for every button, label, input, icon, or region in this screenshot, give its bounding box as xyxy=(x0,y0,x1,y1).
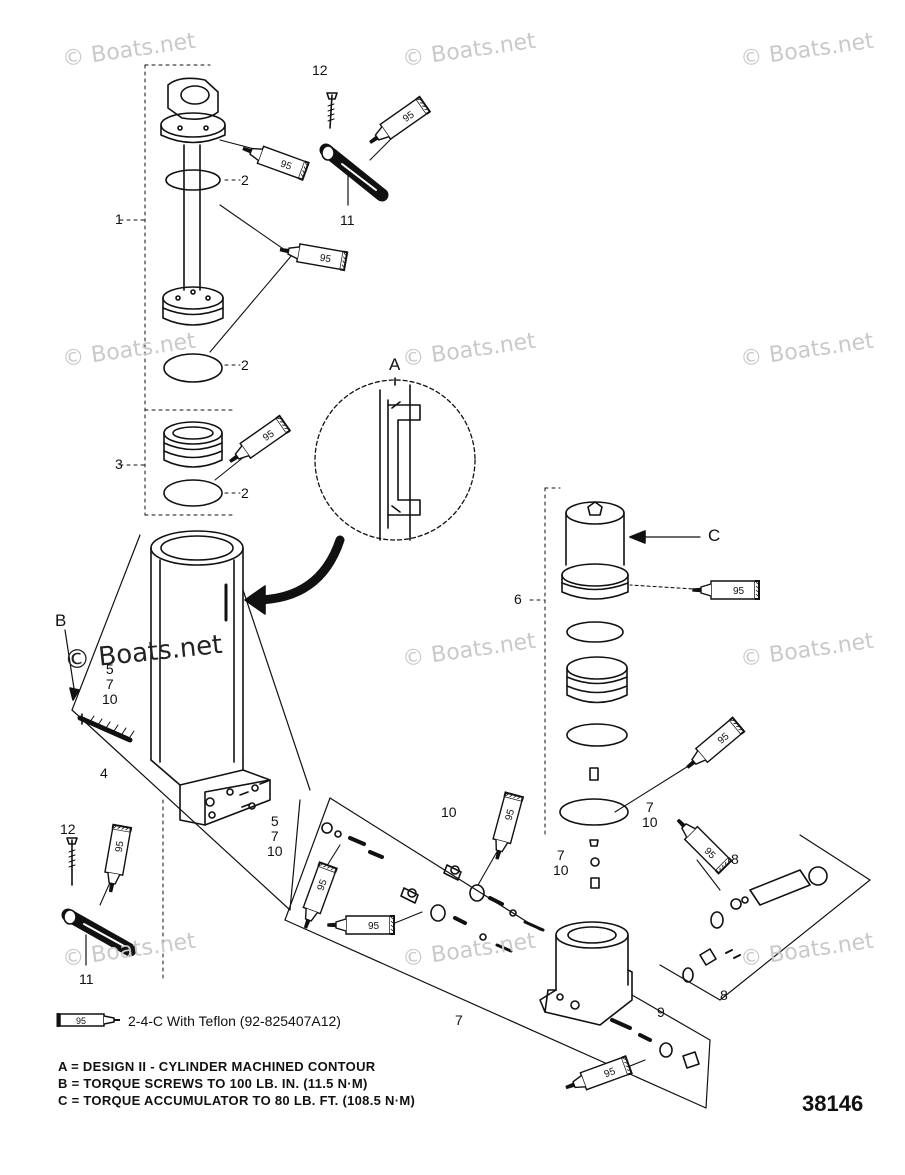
subassembly-frame xyxy=(71,534,311,911)
tube-label: 95 xyxy=(279,159,294,173)
sealant-tube-95: 95 xyxy=(302,861,338,929)
o-ring xyxy=(165,169,221,191)
pump-manifold xyxy=(539,921,633,1026)
callout-8: 8 xyxy=(720,987,728,1003)
callout-10: 10 xyxy=(441,804,457,820)
callout-4: 4 xyxy=(100,765,108,781)
cylinder-rod-assembly xyxy=(160,77,226,383)
legend-tube-number: 95 xyxy=(76,1016,86,1026)
sealant-tube-icon: 95 xyxy=(56,1013,120,1027)
callout-c: C xyxy=(708,526,721,545)
accumulator-assembly xyxy=(559,501,629,889)
screw-b xyxy=(77,713,135,743)
callout-a: A xyxy=(389,355,401,374)
detail-a-view xyxy=(314,377,476,541)
sealant-tube-95: 95 xyxy=(229,414,292,463)
sealant-tube-95: 95 xyxy=(242,145,310,181)
callout-7-10: 7 10 xyxy=(553,847,569,878)
tube-label: 95 xyxy=(316,878,330,893)
pivot-pin-bottom xyxy=(61,837,137,966)
piston-assembly xyxy=(163,421,223,507)
check-valve-assembly xyxy=(682,866,828,983)
base-frame xyxy=(284,797,871,1109)
callout-2: 2 xyxy=(241,172,249,188)
tube-label: 95 xyxy=(603,1066,618,1080)
sealant-tube-95: 95 xyxy=(369,95,432,144)
callout-5-7-10: 5 7 10 xyxy=(102,661,118,707)
sealant-tube-95: 95 xyxy=(676,818,733,875)
callout-b: B xyxy=(55,611,67,630)
relief-valve-parts xyxy=(610,1018,700,1069)
tube-label: 95 xyxy=(114,840,127,853)
tube-label: 95 xyxy=(504,808,518,822)
callout-3: 3 xyxy=(115,456,123,472)
cylinder-housing xyxy=(150,530,271,826)
legend-text: 2-4-C With Teflon (92-825407A12) xyxy=(128,1013,341,1029)
sealant-tube-95: 95 xyxy=(492,791,525,860)
callout-7-10: 7 10 xyxy=(642,799,658,830)
callout-11: 11 xyxy=(340,212,355,228)
callout-2: 2 xyxy=(241,485,249,501)
o-ring xyxy=(566,723,628,747)
detail-arrow xyxy=(250,535,345,605)
tube-label: 95 xyxy=(368,921,380,932)
sealant-tube-95: 95 xyxy=(279,243,349,272)
o-ring xyxy=(566,621,624,643)
callout-12: 12 xyxy=(312,62,328,78)
tube-label: 95 xyxy=(733,586,745,597)
callout-9: 9 xyxy=(657,1004,665,1020)
sealant-tube-95: 95 xyxy=(565,1055,633,1091)
o-ring xyxy=(163,353,223,383)
sealant-tube-95: 95 xyxy=(327,915,395,936)
sealant-tube-95: 95 xyxy=(692,580,760,601)
callout-12: 12 xyxy=(60,821,76,837)
callout-1: 1 xyxy=(115,211,123,227)
tube-label: 95 xyxy=(319,253,332,266)
callout-6: 6 xyxy=(514,591,522,607)
callout-b-arrow xyxy=(64,629,76,696)
o-ring xyxy=(163,479,223,507)
callout-5-7-10: 5 7 10 xyxy=(267,813,283,859)
pivot-pin-top xyxy=(319,92,389,206)
callout-8: 8 xyxy=(731,851,739,867)
callout-2: 2 xyxy=(241,357,249,373)
note-c: C = TORQUE ACCUMULATOR TO 80 LB. FT. (10… xyxy=(58,1093,416,1108)
sealant-tube-95: 95 xyxy=(686,716,746,769)
sealant-tube-95: 95 xyxy=(104,823,133,893)
callout-11: 11 xyxy=(79,971,94,987)
note-b: B = TORQUE SCREWS TO 100 LB. IN. (11.5 N… xyxy=(58,1076,368,1091)
assembly-guide-lines xyxy=(119,64,561,981)
callout-7: 7 xyxy=(455,1012,463,1028)
diagram-notes: A = DESIGN II - CYLINDER MACHINED CONTOU… xyxy=(58,1058,415,1109)
figure-number: 38146 xyxy=(802,1091,864,1116)
note-a: A = DESIGN II - CYLINDER MACHINED CONTOU… xyxy=(58,1059,376,1074)
valve-parts xyxy=(321,822,545,953)
o-ring xyxy=(559,798,629,826)
